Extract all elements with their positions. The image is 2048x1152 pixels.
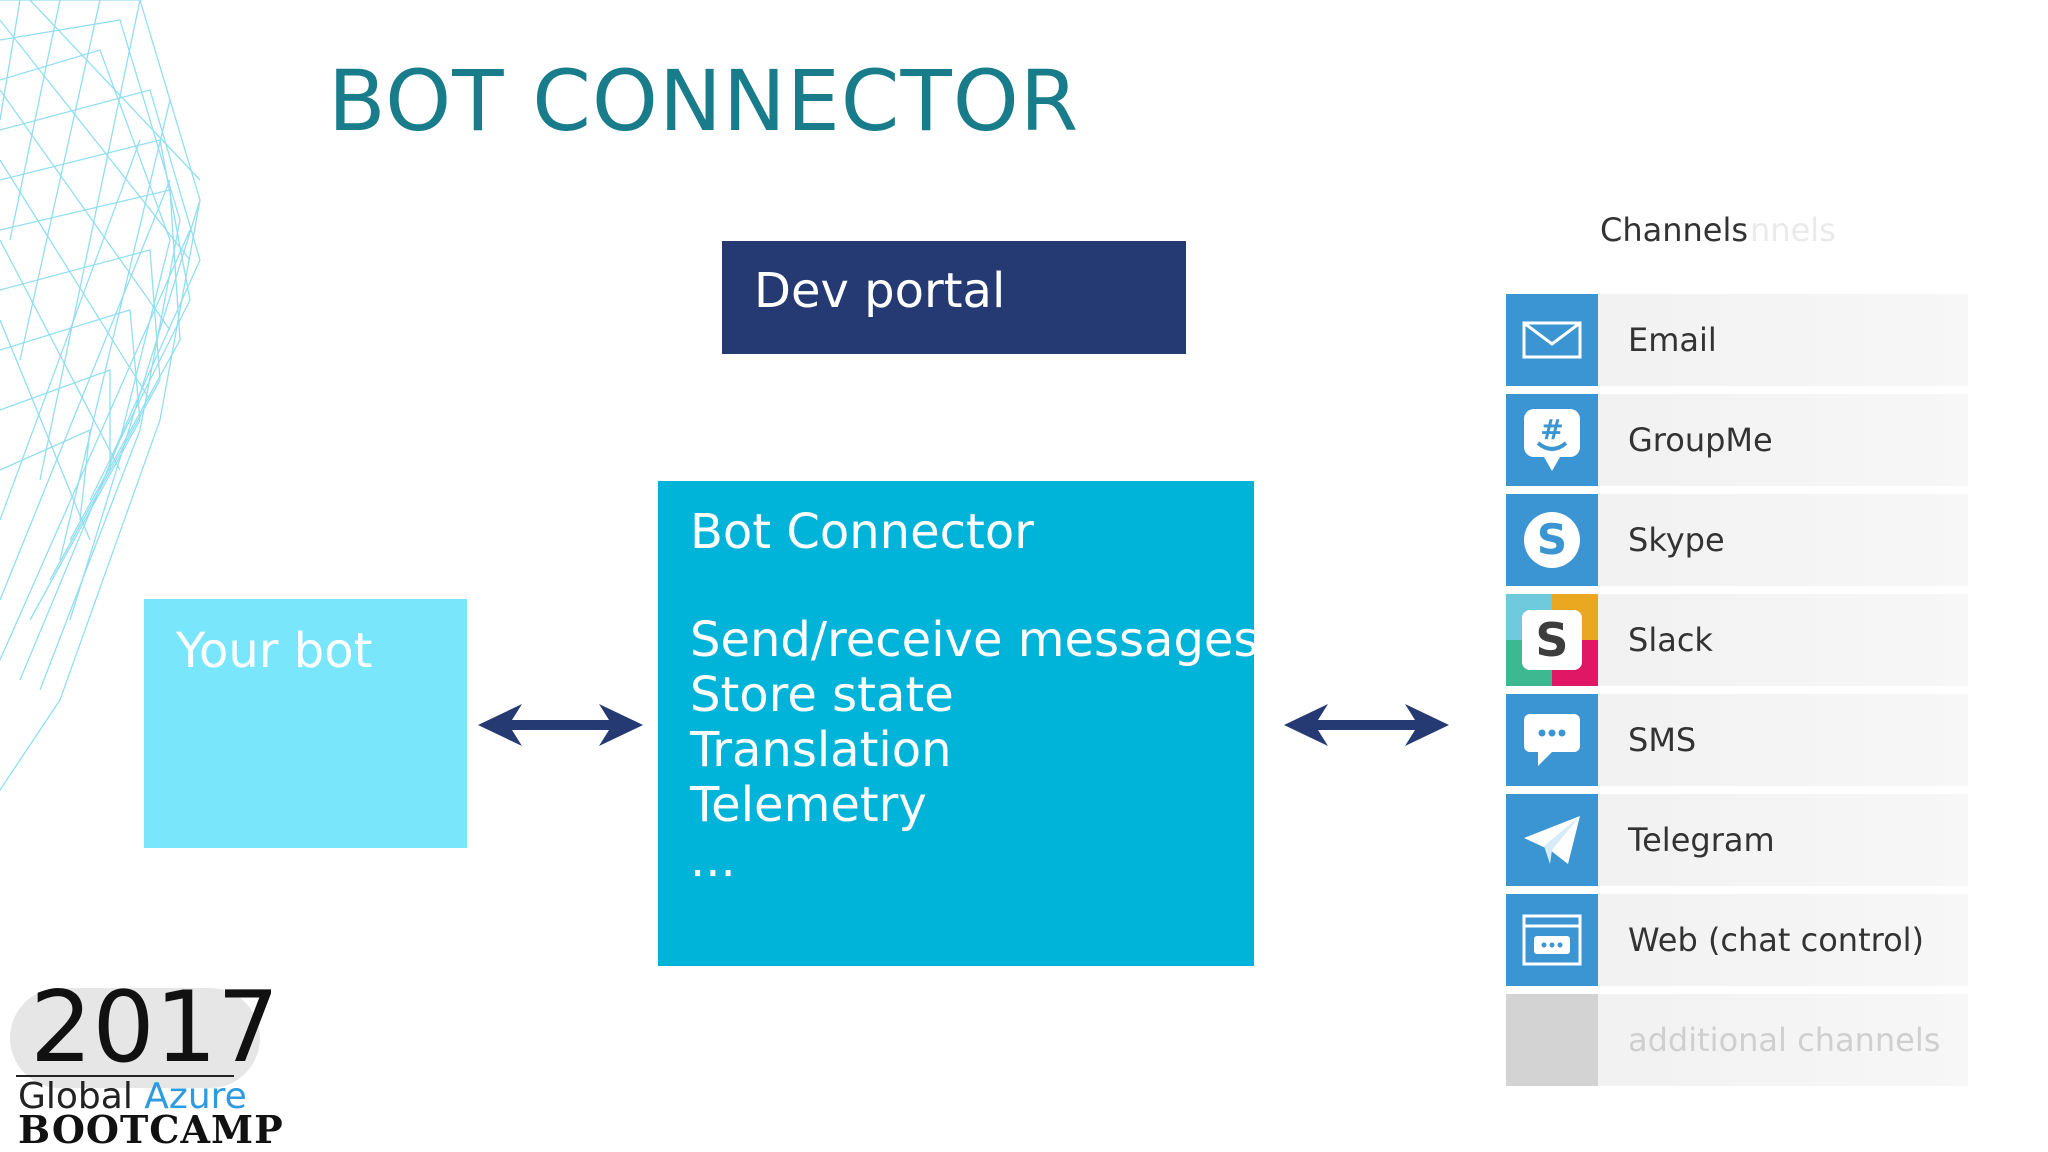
bot-connector-title: Bot Connector: [690, 504, 1034, 560]
double-arrow-connector-channels: [1284, 704, 1449, 746]
channel-label: Email: [1628, 321, 1717, 359]
logo-global: Global: [18, 1076, 133, 1117]
svg-text:#: #: [1540, 413, 1563, 446]
channel-row-email: Email: [1506, 294, 1968, 386]
slide-title: BOT CONNECTOR: [328, 52, 1080, 150]
double-arrow-bot-connector: [478, 704, 643, 746]
skype-icon: S: [1506, 494, 1598, 586]
channel-row-groupme: # GroupMe: [1506, 394, 1968, 486]
logo-global-azure: Global Azure: [18, 1077, 247, 1117]
channel-row-skype: S Skype: [1506, 494, 1968, 586]
slack-icon: S: [1506, 594, 1598, 686]
channel-label: Web (chat control): [1628, 921, 1925, 959]
placeholder-tile: [1506, 994, 1598, 1086]
logo-bootcamp: BOOTCAMP: [18, 1107, 284, 1152]
logo-shoe-graphic: [10, 988, 260, 1088]
channel-label: Skype: [1628, 521, 1725, 559]
svg-text:S: S: [1537, 515, 1567, 564]
web-chat-icon: [1506, 894, 1598, 986]
channel-row-web-chat: Web (chat control): [1506, 894, 1968, 986]
channel-label: additional channels: [1628, 1021, 1941, 1059]
feature-item-ellipsis: ...: [690, 832, 736, 888]
bot-connector-box: Bot Connector Send/receive messages Stor…: [658, 481, 1259, 966]
channel-row-sms: SMS: [1506, 694, 1968, 786]
sms-icon: [1506, 694, 1598, 786]
dev-portal-box: Dev portal: [722, 241, 1186, 354]
feature-item: Send/receive messages: [690, 612, 1259, 668]
feature-item: Store state: [690, 667, 954, 723]
channels-heading: Channels: [1600, 211, 1749, 249]
logo-azure: Azure: [144, 1076, 247, 1117]
channels-heading-ghost: nnels: [1750, 211, 1836, 249]
wireframe-decoration: [0, 0, 201, 791]
logo-year: 2017: [30, 971, 280, 1085]
channel-label: GroupMe: [1628, 421, 1773, 459]
channel-label: SMS: [1628, 721, 1697, 759]
channel-label: Telegram: [1628, 821, 1775, 859]
your-bot-box: Your bot: [144, 599, 467, 848]
groupme-icon: #: [1506, 394, 1598, 486]
email-icon: [1506, 294, 1598, 386]
channel-row-telegram: Telegram: [1506, 794, 1968, 886]
channel-label: Slack: [1628, 621, 1713, 659]
channel-row-additional: additional channels: [1506, 994, 1968, 1086]
channel-list: Email # GroupMe S Skype: [1506, 294, 1968, 1094]
feature-item: Translation: [690, 722, 952, 778]
svg-text:S: S: [1535, 613, 1568, 667]
logo-divider: [16, 1075, 234, 1077]
channel-row-slack: S Slack: [1506, 594, 1968, 686]
feature-item: Telemetry: [690, 777, 927, 833]
telegram-icon: [1506, 794, 1598, 886]
